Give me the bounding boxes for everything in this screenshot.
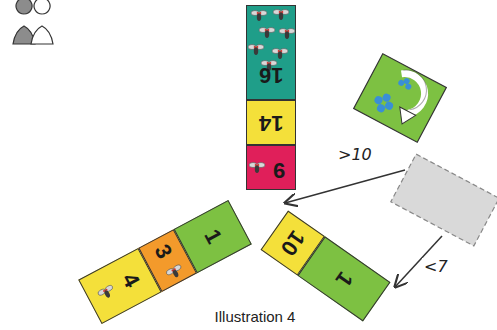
tile-square: 9 [246,145,296,190]
fly-icon [165,264,184,281]
fly-icon [279,29,295,40]
white-pawn [31,0,53,44]
placement-tile [391,154,497,246]
tile-number: 9 [273,159,285,181]
fly-icon [249,163,265,174]
figure-caption: Illustration 4 [215,308,296,325]
tile-group: 10 1 [260,210,390,321]
tile-group: 16 14 9 [246,5,296,190]
tile-square: 16 [246,5,296,100]
direction-arrow [285,170,405,203]
tile-square: 14 [246,100,296,145]
grey-pawn [13,0,35,44]
tile-number: 1 [331,268,356,291]
action-card [354,54,447,143]
tile-number: 3 [150,241,175,262]
tile-decoration [247,146,297,191]
tile-number: 4 [118,270,143,291]
tile-number: 1 [200,226,225,247]
fly-icon [97,284,116,301]
tile-group: 43 1 [78,200,252,324]
tile-number: 16 [259,64,283,86]
fly-icon [259,28,275,39]
fly-icon [273,10,289,21]
tile-number: 14 [259,112,283,134]
fly-icon [272,49,288,60]
fly-icon [248,45,264,56]
tile-decoration [247,6,297,101]
arrow-label: >10 [336,146,374,164]
fly-icon [251,11,267,22]
arrow-label: <7 [422,258,450,276]
player-pawns [13,0,53,44]
tile-number: 10 [276,227,308,260]
